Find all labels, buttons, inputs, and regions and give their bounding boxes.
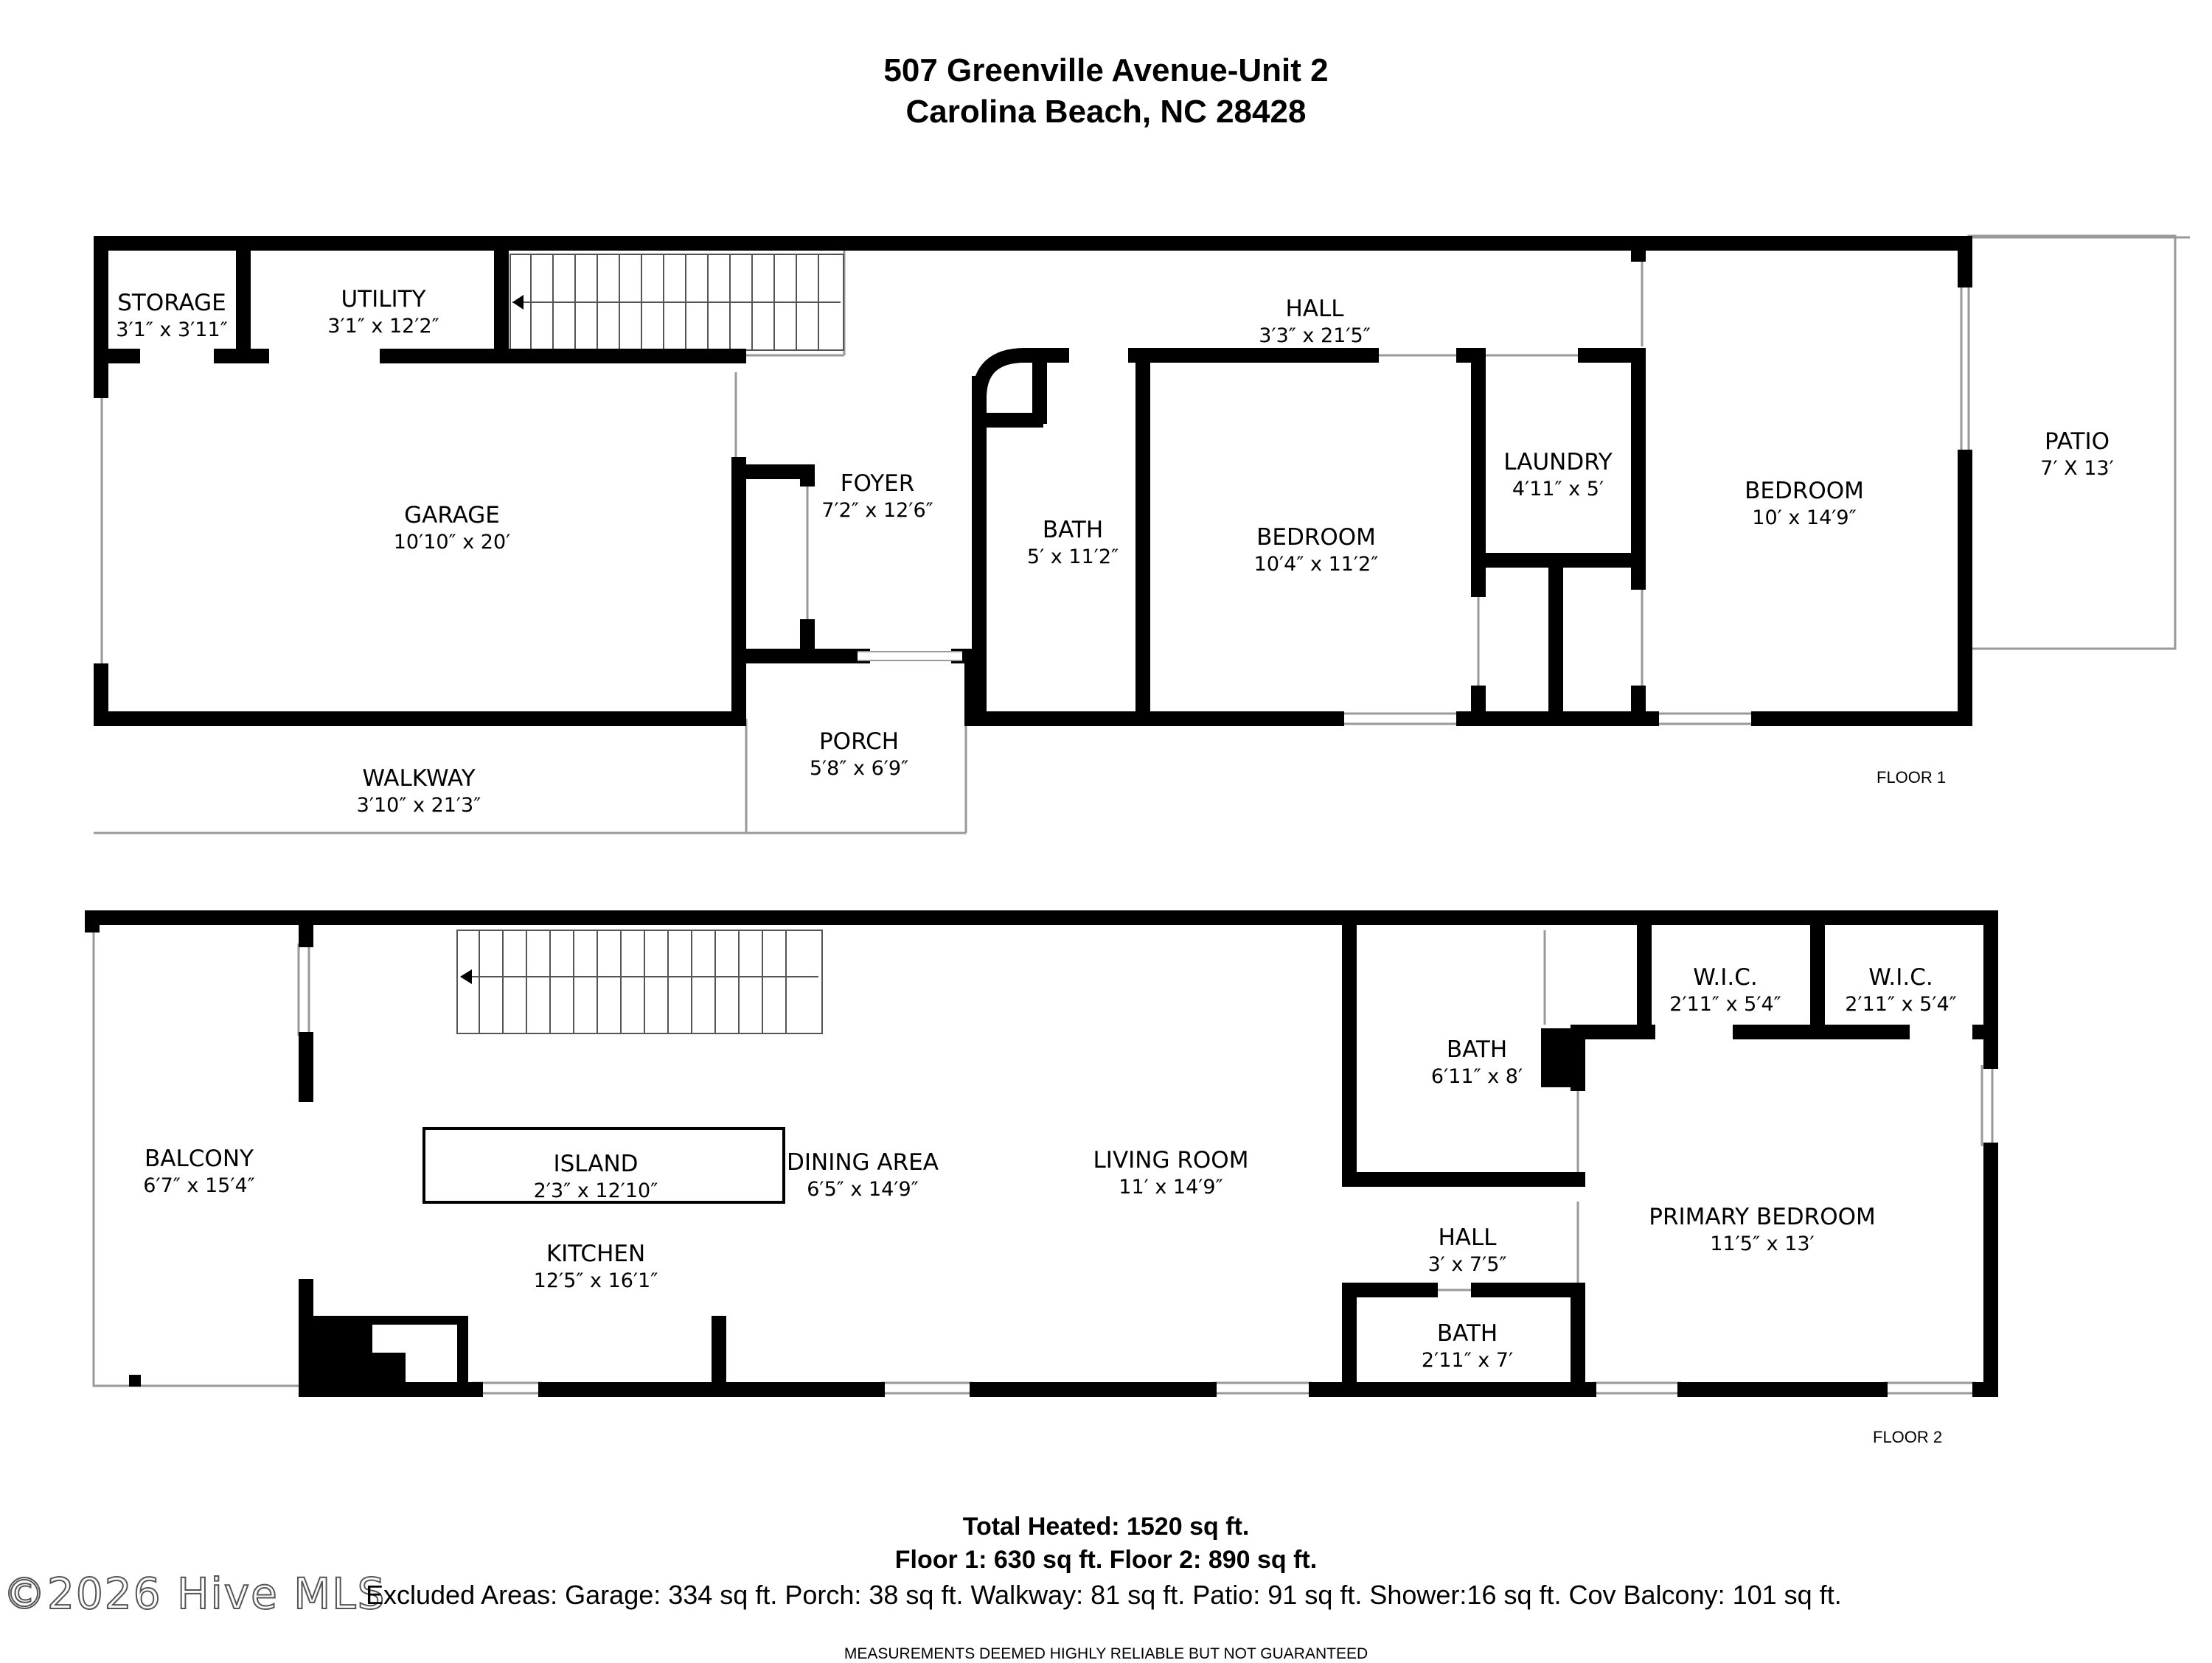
watermark: ©2026 Hive MLS <box>2 1568 386 1620</box>
room-wic-2: W.I.C. 2′11″ x 5′4″ <box>1845 963 1956 1017</box>
room-dining-area: DINING AREA 6′5″ x 14′9″ <box>787 1148 939 1202</box>
floor-areas: Floor 1: 630 sq ft. Floor 2: 890 sq ft. <box>894 1546 1318 1574</box>
excluded-areas: Excluded Areas: Garage: 334 sq ft. Porch… <box>366 1580 1842 1610</box>
room-dims: 12′5″ x 16′1″ <box>533 1269 658 1292</box>
room-hall-2: HALL 3′ x 7′5″ <box>1427 1224 1506 1277</box>
room-name: BEDROOM <box>1745 478 1864 504</box>
room-dims: 10′ x 14′9″ <box>1752 506 1857 529</box>
room-name: BALCONY <box>145 1146 254 1172</box>
room-porch: PORCH 5′8″ x 6′9″ <box>810 728 908 781</box>
room-name: GARAGE <box>404 502 500 529</box>
room-name: BATH <box>1042 517 1104 543</box>
room-dims: 11′ x 14′9″ <box>1119 1175 1223 1199</box>
room-bedroom-2: BEDROOM 10′ x 14′9″ <box>1745 477 1864 531</box>
room-name: HALL <box>1285 296 1344 322</box>
room-dims: 3′1″ x 12′2″ <box>327 314 439 338</box>
room-name: LIVING ROOM <box>1093 1147 1249 1174</box>
room-foyer: FOYER 7′2″ x 12′6″ <box>821 470 933 523</box>
room-dims: 6′5″ x 14′9″ <box>807 1177 919 1201</box>
room-name: ISLAND <box>553 1151 639 1177</box>
room-primary-bedroom: PRIMARY BEDROOM 11′5″ x 13′ <box>1649 1203 1876 1257</box>
room-hall: HALL 3′3″ x 21′5″ <box>1259 295 1370 349</box>
room-name: DINING AREA <box>787 1149 939 1176</box>
room-name: BATH <box>1446 1036 1508 1063</box>
island: ISLAND 2′3″ x 12′10″ <box>534 1150 658 1204</box>
room-name: PATIO <box>2045 428 2110 455</box>
room-dims: 6′11″ x 8′ <box>1430 1064 1523 1088</box>
room-name: PRIMARY BEDROOM <box>1649 1204 1876 1230</box>
room-name: HALL <box>1438 1224 1497 1251</box>
room-utility: UTILITY 3′1″ x 12′2″ <box>327 285 439 339</box>
room-dims: 4′11″ x 5′ <box>1512 477 1604 501</box>
room-patio: PATIO 7′ X 13′ <box>2040 428 2113 481</box>
room-dims: 10′10″ x 20′ <box>393 530 511 554</box>
room-dims: 3′1″ x 3′11″ <box>116 318 228 341</box>
room-bath: BATH 5′ x 11′2″ <box>1027 516 1119 570</box>
room-kitchen: KITCHEN 12′5″ x 16′1″ <box>534 1240 658 1294</box>
disclaimer: MEASUREMENTS DEEMED HIGHLY RELIABLE BUT … <box>844 1645 1368 1662</box>
room-storage: STORAGE 3′1″ x 3′11″ <box>116 289 227 343</box>
room-name: UTILITY <box>341 286 426 313</box>
room-name: FOYER <box>840 470 915 497</box>
room-name: KITCHEN <box>546 1241 646 1267</box>
room-dims: 11′5″ x 13′ <box>1710 1232 1815 1255</box>
room-dims: 2′11″ x 5′4″ <box>1669 992 1781 1016</box>
room-dims: 3′10″ x 21′3″ <box>356 793 481 817</box>
room-dims: 2′3″ x 12′10″ <box>533 1179 658 1202</box>
room-bath-2: BATH 2′11″ x 7′ <box>1422 1319 1513 1373</box>
room-dims: 5′8″ x 6′9″ <box>809 756 909 780</box>
address-line-1: 507 Greenville Avenue-Unit 2 <box>883 52 1329 88</box>
room-living-room: LIVING ROOM 11′ x 14′9″ <box>1093 1146 1249 1200</box>
room-bedroom: BEDROOM 10′4″ x 11′2″ <box>1254 523 1379 577</box>
room-name: STORAGE <box>117 290 226 316</box>
room-dims: 3′3″ x 21′5″ <box>1259 324 1371 347</box>
room-dims: 6′7″ x 15′4″ <box>143 1174 255 1197</box>
room-balcony: BALCONY 6′7″ x 15′4″ <box>143 1145 254 1199</box>
address-line-2: Carolina Beach, NC 28428 <box>905 94 1307 130</box>
room-name: LAUNDRY <box>1503 449 1613 475</box>
room-bath-1: BATH 6′11″ x 8′ <box>1431 1036 1523 1090</box>
room-name: W.I.C. <box>1693 964 1758 991</box>
room-name: BATH <box>1436 1320 1498 1347</box>
room-dims: 2′11″ x 5′4″ <box>1845 992 1957 1016</box>
floor-2-label: FLOOR 2 <box>1873 1428 1943 1446</box>
room-name: BEDROOM <box>1256 524 1376 551</box>
room-name: W.I.C. <box>1868 964 1933 991</box>
total-heated: Total Heated: 1520 sq ft. <box>962 1513 1250 1541</box>
room-dims: 3′ x 7′5″ <box>1427 1252 1507 1276</box>
room-dims: 2′11″ x 7′ <box>1421 1348 1514 1372</box>
room-dims: 7′2″ x 12′6″ <box>821 498 933 522</box>
room-wic-1: W.I.C. 2′11″ x 5′4″ <box>1669 963 1781 1017</box>
room-name: PORCH <box>818 728 900 755</box>
floor-1-label: FLOOR 1 <box>1877 768 1947 787</box>
room-dims: 7′ X 13′ <box>2040 456 2114 480</box>
room-dims: 10′4″ x 11′2″ <box>1253 552 1379 576</box>
room-name: WALKWAY <box>362 765 476 792</box>
room-walkway: WALKWAY 3′10″ x 21′3″ <box>357 764 481 818</box>
room-laundry: LAUNDRY 4′11″ x 5′ <box>1503 448 1612 502</box>
room-garage: GARAGE 10′10″ x 20′ <box>394 501 511 555</box>
room-dims: 5′ x 11′2″ <box>1026 545 1119 568</box>
